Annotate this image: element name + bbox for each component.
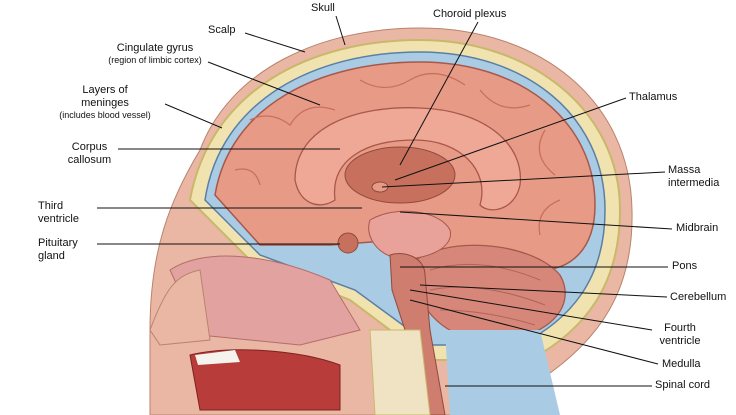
label-meninges-line2: meninges — [81, 97, 129, 109]
neck-csf — [445, 330, 560, 415]
label-cingulate-gyrus-note: (region of limbic cortex) — [108, 55, 202, 65]
label-massa-intermedia: Massa intermedia — [668, 164, 719, 190]
label-fourth-ventricle-line1: Fourth — [664, 322, 696, 334]
label-third-ventricle-line1: Third — [38, 200, 64, 212]
corpus-callosum — [294, 107, 522, 211]
label-choroid-plexus: Choroid plexus — [433, 8, 507, 20]
label-cingulate-gyrus-title: Cingulate gyrus — [116, 42, 194, 54]
label-midbrain: Midbrain — [676, 222, 719, 234]
label-pituitary-gland: Pituitary gland — [38, 237, 78, 263]
label-pituitary-line1: Pituitary — [38, 237, 78, 249]
pituitary-gland — [337, 232, 359, 254]
thalamus — [344, 146, 456, 204]
label-pituitary-line2: gland — [38, 250, 65, 262]
label-spinal-cord: Spinal cord — [655, 379, 711, 391]
label-meninges: Layers of meninges (includes blood vesse… — [45, 84, 165, 121]
label-third-ventricle-line2: ventricle — [38, 213, 79, 225]
label-massa-line1: Massa — [668, 164, 701, 176]
mouth — [189, 349, 341, 411]
label-pons: Pons — [672, 260, 698, 272]
label-scalp: Scalp — [208, 24, 236, 36]
teeth — [195, 350, 240, 365]
label-corpus-callosum-line1: Corpus — [71, 141, 108, 153]
label-corpus-callosum: Corpus callosum — [62, 141, 117, 167]
label-meninges-line1: Layers of — [82, 84, 128, 96]
cerebellum — [409, 244, 566, 342]
label-medulla: Medulla — [662, 358, 701, 370]
label-cingulate-gyrus: Cingulate gyrus (region of limbic cortex… — [100, 42, 210, 66]
nose — [149, 269, 211, 346]
label-corpus-callosum-line2: callosum — [67, 154, 112, 166]
label-cerebellum: Cerebellum — [670, 291, 727, 303]
midbrain — [368, 210, 451, 260]
leader-lines — [97, 15, 673, 387]
label-meninges-note: (includes blood vessel) — [59, 110, 151, 120]
label-thalamus: Thalamus — [629, 91, 678, 103]
vertebrae — [369, 329, 431, 415]
label-massa-line2: intermedia — [668, 177, 720, 189]
label-skull: Skull — [311, 2, 335, 14]
label-fourth-ventricle-line2: ventricle — [659, 335, 701, 347]
label-third-ventricle: Third ventricle — [38, 200, 79, 226]
nasal-cavity — [169, 255, 361, 346]
label-fourth-ventricle: Fourth ventricle — [650, 322, 710, 348]
